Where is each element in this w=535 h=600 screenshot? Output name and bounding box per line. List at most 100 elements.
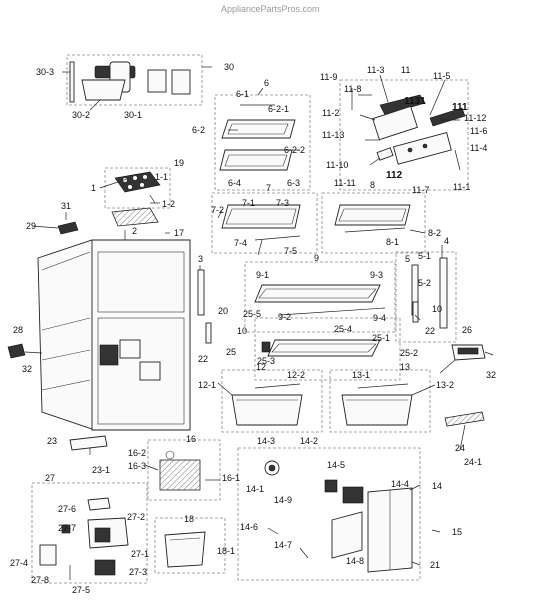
label-19: 19 xyxy=(174,158,184,168)
leader-lines xyxy=(24,71,494,566)
refrigerator-cabinet xyxy=(37,239,191,431)
label-11-5: 11-5 xyxy=(433,71,450,81)
part-28-hinge xyxy=(7,343,26,359)
label-10-left: 10 xyxy=(237,326,247,336)
label-11-3: 11-3 xyxy=(367,65,384,75)
group-7-shelf xyxy=(211,192,318,254)
label-7-2: 7-2 xyxy=(211,205,224,215)
part-3-20-rail xyxy=(197,269,205,316)
label-11-13: 11-13 xyxy=(322,130,344,140)
label-11-11: 11-11 xyxy=(334,178,356,188)
label-112: 112 xyxy=(386,170,403,181)
label-5-1: 5-1 xyxy=(418,251,431,261)
callout-labels: 30-3 30 30-2 30-1 6 6-1 6-2-1 6-2 6-2-2 … xyxy=(10,62,496,595)
label-30-2: 30-2 xyxy=(72,110,90,120)
label-25-4: 25-4 xyxy=(334,324,352,334)
group-13-crisper xyxy=(329,369,431,433)
label-27-5: 27-5 xyxy=(72,585,90,595)
label-11-2: 11-2 xyxy=(322,108,339,118)
part-10-22-clip xyxy=(205,301,419,344)
group-19-control-panel xyxy=(104,167,171,209)
label-13-2: 13-2 xyxy=(436,380,454,390)
label-1: 1 xyxy=(91,183,96,193)
label-21: 21 xyxy=(430,560,440,570)
label-14-8: 14-8 xyxy=(346,556,364,566)
label-6: 6 xyxy=(264,78,269,88)
label-9-1: 9-1 xyxy=(256,270,269,280)
label-27-3: 27-3 xyxy=(129,567,147,577)
label-28: 28 xyxy=(13,325,23,335)
label-27-1: 27-1 xyxy=(131,549,149,559)
label-32-left: 32 xyxy=(22,364,32,374)
label-30-1: 30-1 xyxy=(124,110,142,120)
label-27-7: 27-7 xyxy=(58,523,76,533)
label-12: 12 xyxy=(256,362,266,372)
label-29: 29 xyxy=(26,221,36,231)
label-7-4: 7-4 xyxy=(234,238,247,248)
label-6-2-1: 6-2-1 xyxy=(268,104,289,114)
label-17: 17 xyxy=(174,228,184,238)
label-13-1: 13-1 xyxy=(352,370,370,380)
label-14-9: 14-9 xyxy=(274,495,292,505)
label-16: 16 xyxy=(186,434,196,444)
label-8-2: 8-2 xyxy=(428,228,441,238)
label-7-3: 7-3 xyxy=(276,198,289,208)
group-14-door xyxy=(237,447,421,581)
label-15: 15 xyxy=(452,527,462,537)
label-11-9: 11-9 xyxy=(320,72,337,82)
group-9-glass-shelf xyxy=(244,261,396,333)
label-14-3: 14-3 xyxy=(257,436,275,446)
label-11-7: 11-7 xyxy=(412,185,429,195)
label-6-4: 6-4 xyxy=(228,178,241,188)
label-24: 24 xyxy=(455,443,465,453)
label-6-2-2: 6-2-2 xyxy=(284,145,305,155)
group-6-shelf-assembly xyxy=(214,94,311,191)
label-22-left: 22 xyxy=(198,354,208,364)
label-7-1: 7-1 xyxy=(242,198,255,208)
label-27-2: 27-2 xyxy=(127,512,145,522)
label-30-3: 30-3 xyxy=(36,67,54,77)
label-11: 11 xyxy=(401,65,410,75)
label-11-6: 11-6 xyxy=(470,126,487,136)
label-16-1: 16-1 xyxy=(222,473,240,483)
label-14-4: 14-4 xyxy=(391,479,409,489)
label-8-1: 8-1 xyxy=(386,237,399,247)
part-23-bracket xyxy=(69,435,108,451)
label-1-1: 1-1 xyxy=(155,172,168,182)
label-2: 2 xyxy=(132,226,137,236)
label-9-2: 9-2 xyxy=(278,312,291,322)
label-11-8: 11-8 xyxy=(344,84,361,94)
label-111: 111 xyxy=(452,102,468,113)
label-23-1: 23-1 xyxy=(92,465,110,475)
label-14-6: 14-6 xyxy=(240,522,258,532)
label-11-12: 11-12 xyxy=(464,113,486,123)
watermark-text: AppliancePartsPros.com xyxy=(221,4,320,14)
label-24-1: 24-1 xyxy=(464,457,482,467)
label-1131: 1131 xyxy=(404,96,426,107)
label-20: 20 xyxy=(218,306,228,316)
label-25-2: 25-2 xyxy=(400,348,418,358)
label-27-4: 27-4 xyxy=(10,558,28,568)
label-25-3: 25-3 xyxy=(257,356,275,366)
label-8: 8 xyxy=(370,180,375,190)
label-16-3: 16-3 xyxy=(128,461,146,471)
label-12-1: 12-1 xyxy=(198,380,216,390)
label-9-3: 9-3 xyxy=(370,270,383,280)
label-7: 7 xyxy=(266,183,271,193)
label-27-8: 27-8 xyxy=(31,575,49,585)
label-14-5: 14-5 xyxy=(327,460,345,470)
label-6-1: 6-1 xyxy=(236,89,249,99)
label-11-1: 11-1 xyxy=(453,182,470,192)
label-22-right: 22 xyxy=(425,326,435,336)
label-32-right: 32 xyxy=(486,370,496,380)
label-9: 9 xyxy=(314,253,319,263)
label-13: 13 xyxy=(400,362,410,372)
group-27-machine-parts xyxy=(31,482,148,584)
label-27: 27 xyxy=(45,473,55,483)
label-1-2: 1-2 xyxy=(162,199,175,209)
label-18-1: 18-1 xyxy=(217,546,235,556)
group-11-dispenser xyxy=(339,79,469,191)
label-25-1: 25-1 xyxy=(372,333,390,343)
label-12-2: 12-2 xyxy=(287,370,305,380)
